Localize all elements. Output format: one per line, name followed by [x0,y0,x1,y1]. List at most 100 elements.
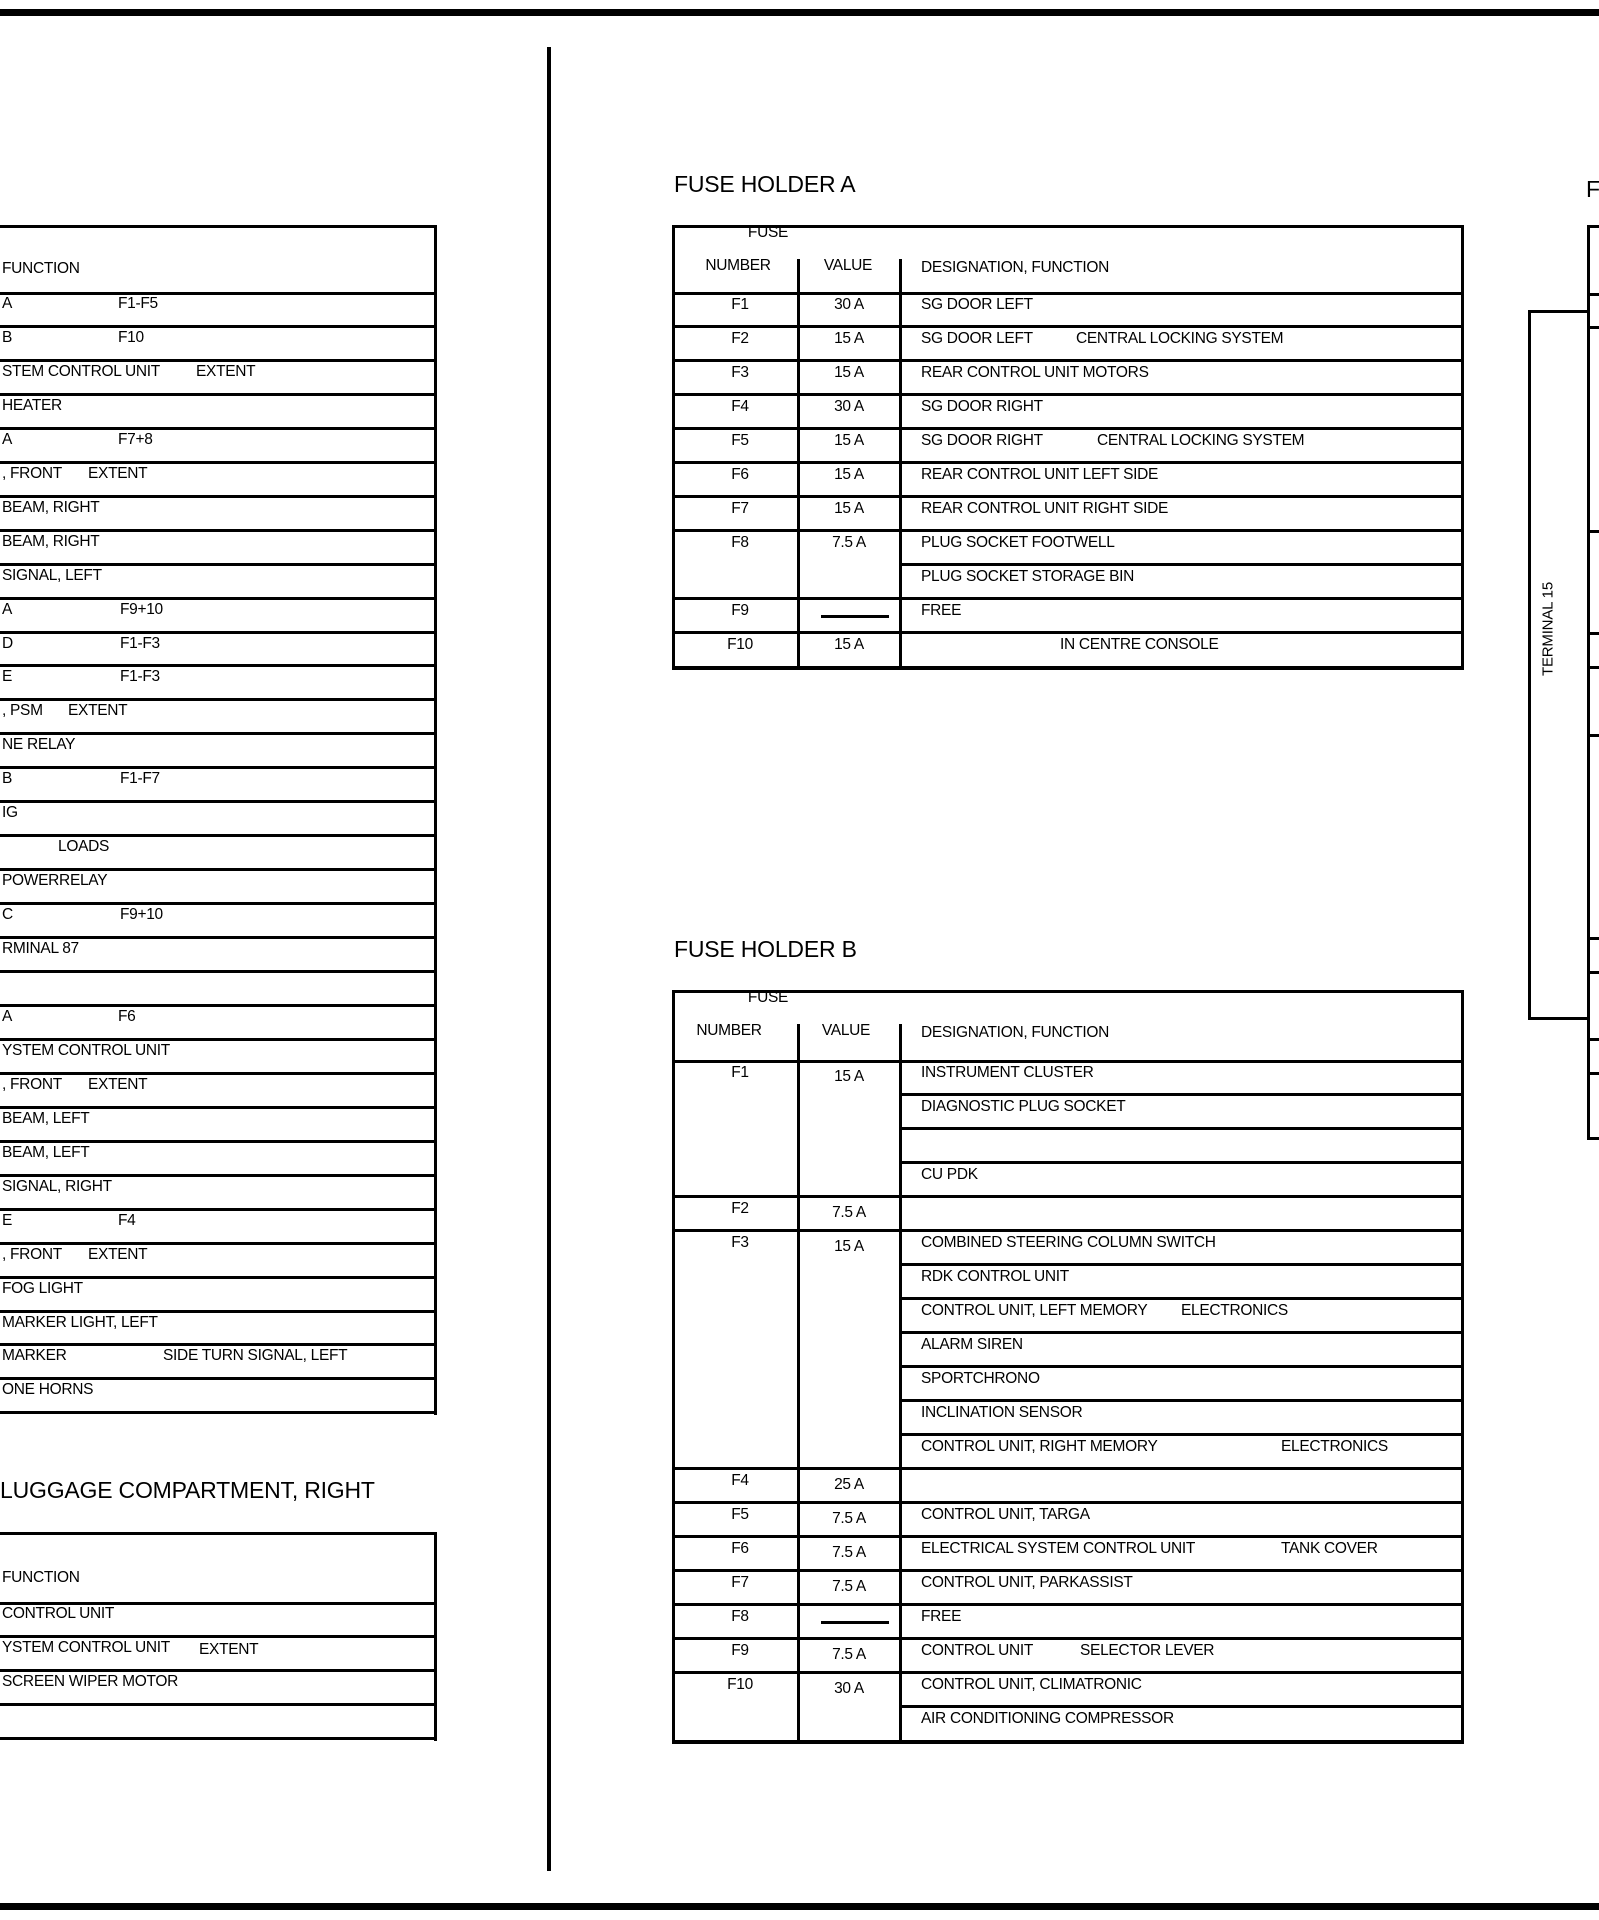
row-divider [672,597,1464,600]
function-extra-text: F1-F7 [120,770,160,787]
table-top-line [0,1532,437,1535]
number-column-line [797,293,800,667]
row-divider [0,427,437,430]
header-separator [899,1024,902,1061]
fuse-value: 15 A [834,1238,864,1255]
row-divider [1587,666,1599,669]
table-left-line [672,225,675,669]
function-text: B [2,329,13,346]
row-divider [0,1703,437,1706]
fuse-number: F9 [731,602,749,619]
designation-text: SG DOOR RIGHT [921,432,1043,449]
row-divider [672,427,1464,430]
sub-row-divider [899,1161,1464,1164]
row-divider [0,970,437,973]
designation-text: COMBINED STEERING COLUMN SWITCH [921,1234,1216,1251]
value-column-line [899,293,902,667]
row-divider [672,529,1464,532]
row-divider [672,461,1464,464]
fuse-value: 7.5 A [832,1578,866,1595]
fuse-number: F7 [731,500,749,517]
function-extra-text: EXTENT [88,1076,148,1093]
table-bottom-line [672,666,1464,670]
row-divider [0,495,437,498]
row-divider [672,1569,1464,1572]
row-divider [1587,937,1599,940]
function-text: A [2,431,13,448]
fuse-holder-a-title: FUSE HOLDER A [674,171,856,197]
designation-text: PLUG SOCKET STORAGE BIN [921,568,1135,585]
row-divider [1587,1038,1599,1041]
row-divider [0,597,437,600]
header-fuse: FUSE [747,989,789,1006]
header-bottom-line [0,292,437,295]
function-extra-text: EXTENT [199,1641,259,1658]
fuse-number: F1 [731,296,749,313]
row-divider [0,1411,437,1414]
function-text: NE RELAY [2,736,76,753]
function-extra-text: F7+8 [118,431,153,448]
row-divider [0,936,437,939]
luggage-compartment-title: LUGGAGE COMPARTMENT, RIGHT [0,1477,375,1503]
row-divider [672,1637,1464,1640]
fuse-number: F10 [727,636,753,653]
fuse-value: 30 A [834,398,864,415]
fuse-value: 15 A [834,636,864,653]
function-text: E [2,1212,13,1229]
row-divider [0,1310,437,1313]
function-extra-text: EXTENT [68,702,128,719]
function-text: C [2,906,13,923]
table-top-line [672,225,1464,228]
fuse-number: F8 [731,1608,749,1625]
header-separator [797,259,800,293]
row-divider [0,1377,437,1380]
fuse-value: 7.5 A [832,534,866,551]
fuse-value: 7.5 A [832,1646,866,1663]
header-bottom-line [672,1060,1464,1063]
row-divider [0,1242,437,1245]
function-text: SIGNAL, RIGHT [2,1178,112,1195]
top-border [0,9,1599,16]
row-divider [0,1174,437,1177]
function-text: BEAM, LEFT [2,1110,90,1127]
function-extra-text: F1-F3 [120,635,160,652]
fuse-number: F10 [727,1676,753,1693]
function-extra-text: F1-F5 [118,295,158,312]
designation-text: FREE [921,602,962,619]
fuse-value: 30 A [834,296,864,313]
terminal-bracket-top [1528,310,1590,313]
function-text: IG [2,804,18,821]
header-fuse: FUSE [747,224,789,241]
designation-extra-text: IN CENTRE CONSOLE [1060,636,1219,653]
table-bottom-line [672,1740,1464,1744]
function-text: , PSM [2,702,43,719]
designation-text: SPORTCHRONO [921,1370,1040,1387]
row-divider [672,393,1464,396]
header-separator [899,259,902,293]
sub-row-divider [899,1399,1464,1402]
function-text: A [2,295,13,312]
row-divider [0,732,437,735]
function-text: ONE HORNS [2,1381,94,1398]
header-separator [797,1024,800,1061]
row-divider [0,529,437,532]
header-value: VALUE [821,1022,871,1039]
table-bottom-line [1587,1137,1599,1140]
function-text: BEAM, RIGHT [2,533,100,550]
bottom-border [0,1903,1599,1910]
header-number: NUMBER [696,1022,762,1039]
designation-extra-text: CENTRAL LOCKING SYSTEM [1097,432,1305,449]
row-divider [0,1669,437,1672]
function-extra-text: F10 [118,329,144,346]
fuse-value: 7.5 A [832,1510,866,1527]
function-extra-text: F6 [118,1008,136,1025]
row-divider [0,1106,437,1109]
row-divider [0,834,437,837]
designation-text: FREE [921,1608,962,1625]
terminal-bracket-bottom [1528,1017,1590,1020]
fuse-value: 15 A [834,500,864,517]
designation-text: CONTROL UNIT, CLIMATRONIC [921,1676,1142,1693]
center-divider [547,47,551,1871]
designation-text: CONTROL UNIT [921,1642,1034,1659]
table-top-line [1587,225,1599,228]
